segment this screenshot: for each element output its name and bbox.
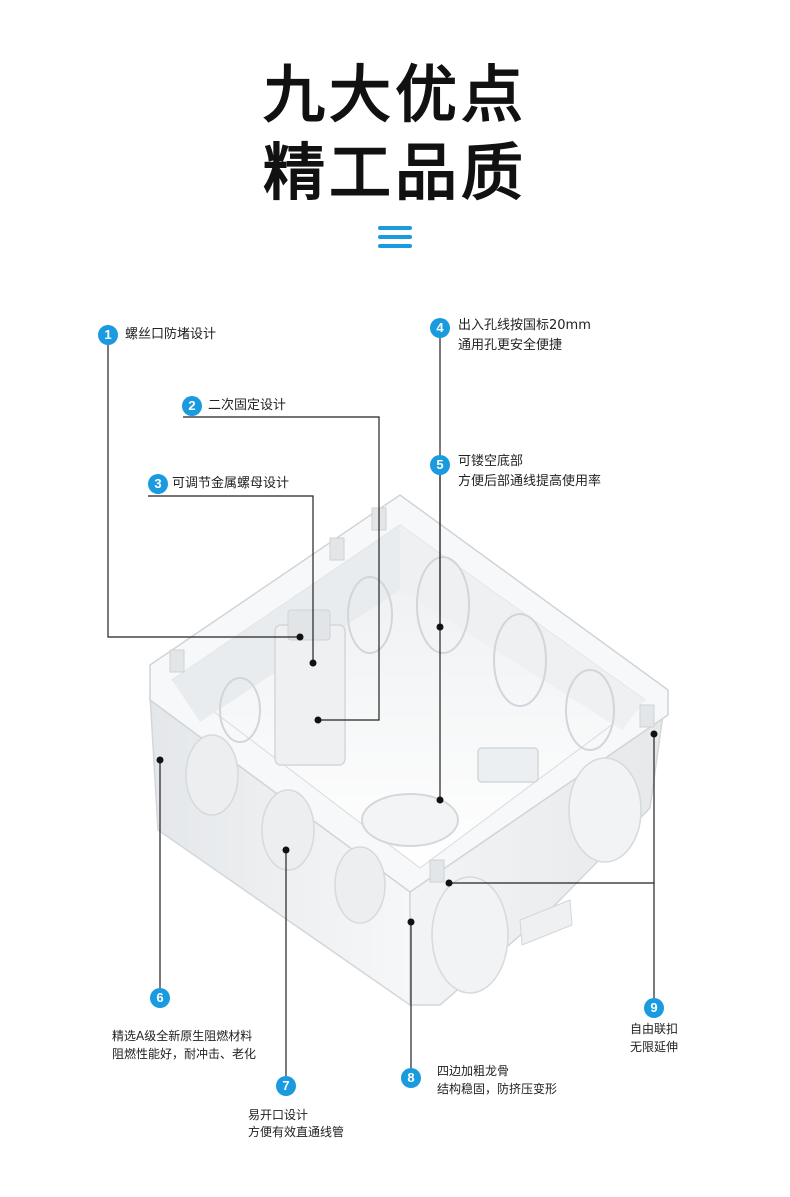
title-line-1: 九大优点 bbox=[262, 58, 527, 131]
feature-6-label-2: 阻燃性能好，耐冲击、老化 bbox=[112, 1047, 257, 1061]
feature-5-label-1: 可镂空底部 bbox=[458, 454, 524, 469]
feature-7-label-2: 方便有效直通线管 bbox=[248, 1125, 345, 1139]
feature-5-label-2: 方便后部通线提高使用率 bbox=[458, 474, 602, 489]
feature-9-label-1: 自由联扣 bbox=[630, 1022, 679, 1036]
menu-lines-icon bbox=[378, 226, 412, 248]
feature-6-label-1: 精选A级全新原生阻燃材料 bbox=[112, 1029, 253, 1043]
feature-9-label-2: 无限延伸 bbox=[630, 1040, 679, 1054]
feature-5-badge: 5 bbox=[430, 455, 450, 475]
feature-7-badge: 7 bbox=[276, 1076, 296, 1096]
feature-3-badge: 3 bbox=[148, 474, 168, 494]
feature-4-label-1: 出入孔线按国标20mm bbox=[458, 318, 591, 333]
feature-2-badge: 2 bbox=[182, 396, 202, 416]
feature-1-badge: 1 bbox=[98, 325, 118, 345]
feature-8-label-1: 四边加粗龙骨 bbox=[437, 1064, 510, 1078]
title-line-2: 精工品质 bbox=[262, 136, 527, 209]
feature-3-label: 可调节金属螺母设计 bbox=[172, 476, 290, 491]
feature-9-badge: 9 bbox=[644, 998, 664, 1018]
feature-4-label-2: 通用孔更安全便捷 bbox=[458, 338, 563, 353]
feature-8-badge: 8 bbox=[401, 1068, 421, 1088]
feature-7-label-1: 易开口设计 bbox=[248, 1108, 309, 1122]
feature-1-label: 螺丝口防堵设计 bbox=[125, 327, 217, 342]
feature-8-label-2: 结构稳固，防挤压变形 bbox=[437, 1082, 558, 1096]
feature-4-badge: 4 bbox=[430, 318, 450, 338]
feature-6-badge: 6 bbox=[150, 988, 170, 1008]
feature-2-label: 二次固定设计 bbox=[208, 398, 287, 413]
